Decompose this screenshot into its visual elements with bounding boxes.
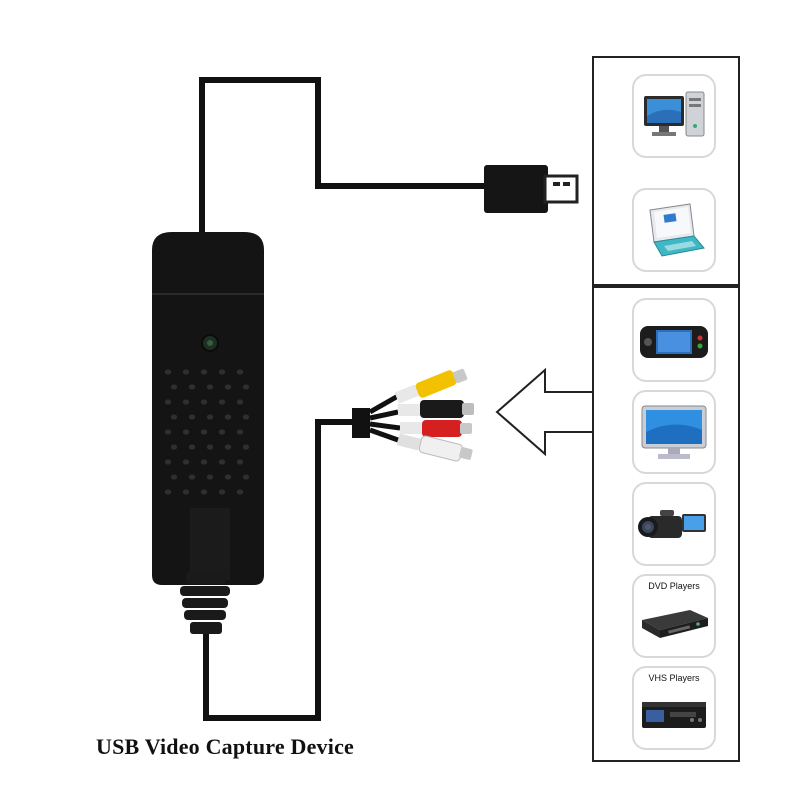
vent-hole (200, 489, 208, 495)
strain-relief (180, 572, 230, 634)
rca-connectors (352, 368, 474, 462)
vent-hole (224, 384, 232, 390)
vent-hole (182, 459, 190, 465)
dvd-player-icon (642, 610, 708, 638)
camcorder-tile (632, 482, 716, 566)
tv-monitor-tile (632, 390, 716, 474)
video-source-group-box: DVD Players VHS Players (592, 286, 740, 762)
rca-red-plug (369, 420, 472, 437)
dvd-players-label: DVD Players (648, 581, 700, 591)
vent-hole (188, 384, 196, 390)
vent-hole (236, 369, 244, 375)
av-cable (203, 419, 356, 721)
vent-hole (182, 369, 190, 375)
vent-hole (236, 429, 244, 435)
vent-hole (188, 444, 196, 450)
vent-hole (182, 399, 190, 405)
usb-cable (199, 77, 486, 236)
vent-hole (206, 444, 214, 450)
vent-hole (200, 399, 208, 405)
vent-hole (188, 474, 196, 480)
usb-plug (484, 165, 579, 213)
vent-hole (224, 444, 232, 450)
portable-media-player-icon (640, 326, 708, 358)
vent-hole (170, 444, 178, 450)
vhs-players-label: VHS Players (648, 673, 700, 683)
device-caption: USB Video Capture Device (96, 734, 354, 759)
vent-hole (236, 459, 244, 465)
rca-white-plug (369, 427, 473, 462)
vhs-player-icon (642, 702, 706, 728)
rca-black-plug (369, 400, 474, 421)
vent-hole (164, 459, 172, 465)
capture-device (152, 232, 264, 634)
vent-hole (188, 414, 196, 420)
vent-hole (164, 399, 172, 405)
vent-hole (224, 474, 232, 480)
vent-hole (218, 369, 226, 375)
vent-hole (200, 369, 208, 375)
vent-holes (164, 369, 250, 495)
tv-monitor-icon (641, 405, 707, 459)
vent-hole (242, 444, 250, 450)
vent-hole (242, 414, 250, 420)
desktop-computer-tile (632, 74, 716, 158)
camcorder-icon (638, 510, 706, 538)
vent-hole (224, 414, 232, 420)
vent-hole (206, 384, 214, 390)
desktop-computer-icon (644, 91, 705, 137)
vent-hole (170, 384, 178, 390)
vent-hole (164, 369, 172, 375)
rca-yellow-plug (368, 368, 468, 415)
vent-hole (218, 489, 226, 495)
vent-hole (182, 429, 190, 435)
vent-hole (242, 384, 250, 390)
vent-hole (218, 459, 226, 465)
laptop-tile (632, 188, 716, 272)
computer-group-box (592, 56, 740, 286)
vent-hole (164, 429, 172, 435)
vent-hole (236, 399, 244, 405)
vent-hole (170, 414, 178, 420)
vent-hole (218, 429, 226, 435)
vent-hole (206, 414, 214, 420)
vent-hole (236, 489, 244, 495)
laptop-icon (649, 203, 705, 257)
vent-hole (200, 459, 208, 465)
portable-media-player-tile (632, 298, 716, 382)
vent-hole (242, 474, 250, 480)
vhs-player-tile: VHS Players (632, 666, 716, 750)
signal-direction-arrow (495, 367, 597, 457)
vent-hole (182, 489, 190, 495)
vent-hole (200, 429, 208, 435)
vent-hole (170, 474, 178, 480)
dvd-player-tile: DVD Players (632, 574, 716, 658)
vent-hole (218, 399, 226, 405)
vent-hole (164, 489, 172, 495)
vent-hole (206, 474, 214, 480)
